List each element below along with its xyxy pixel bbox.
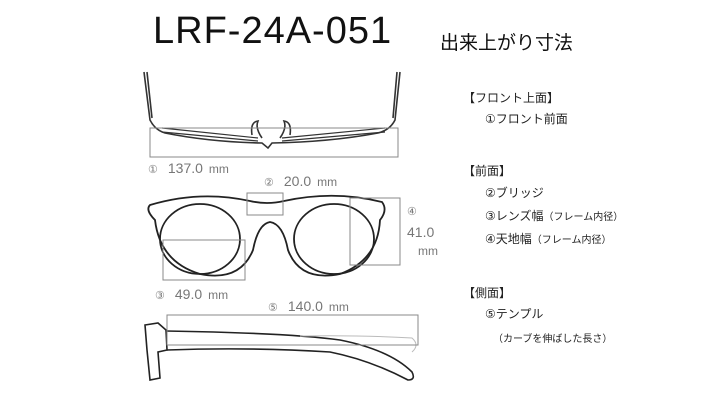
dimension-label-4-value: 41.0 <box>407 224 435 240</box>
legend-item-2: ②ブリッジ <box>485 186 544 200</box>
legend-item-3: ③レンズ幅（フレーム内径） <box>485 209 624 223</box>
legend-front-header: 【前面】 <box>463 164 512 178</box>
legend-item-1: ①フロント前面 <box>485 112 568 126</box>
dimension-box-lens-width <box>162 239 246 281</box>
dimension-box-front-width <box>149 127 399 158</box>
legend-item-5-note: （カーブを伸ばした長さ） <box>493 334 613 345</box>
dimension-label-4-num: ④ <box>407 206 417 218</box>
dimension-box-lens-height <box>349 197 401 266</box>
legend-item-4: ④天地幅（フレーム内径） <box>485 232 612 246</box>
subtitle: 出来上がり寸法 <box>440 32 574 54</box>
dimension-label-4-unit: mm <box>418 244 438 258</box>
front-view-drawing <box>147 192 401 281</box>
legend-side-header: 【側面】 <box>463 286 512 300</box>
side-view-drawing <box>144 314 419 381</box>
dimension-box-bridge <box>246 192 284 216</box>
model-title: LRF-24A-051 <box>153 10 393 52</box>
dimension-box-temple <box>166 314 419 346</box>
top-view-drawing <box>143 71 401 158</box>
legend-top-header: 【フロント上面】 <box>463 91 560 105</box>
legend-item-5: ⑤テンプル <box>485 307 544 321</box>
